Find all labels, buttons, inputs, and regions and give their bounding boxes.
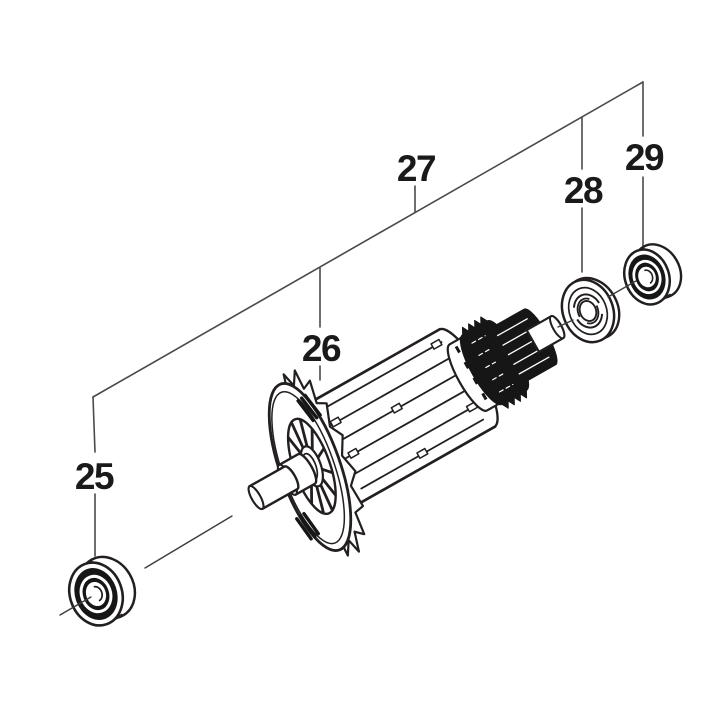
center-axis-lines xyxy=(59,280,637,616)
fan-vent-slot-bottom xyxy=(295,511,321,541)
callout-label-26: 26 xyxy=(302,328,341,369)
axis-through-bearing-25 xyxy=(59,596,92,616)
armature-shaft-front xyxy=(247,452,318,511)
labyrinth-washer-28 xyxy=(560,276,621,344)
bearing-29-bore xyxy=(640,269,654,285)
washer-c-arcs-outer xyxy=(572,293,604,329)
rotor-core-body-fill xyxy=(306,329,495,502)
ball-bearing-25 xyxy=(67,555,137,627)
washer-c-arcs-inner xyxy=(576,297,600,325)
axis-bearing25-to-shaft xyxy=(144,515,233,569)
callout-label-29: 29 xyxy=(625,137,664,178)
callout-label-28: 28 xyxy=(564,170,603,211)
ball-bearing-29 xyxy=(623,243,683,306)
rotor-core-silhouette xyxy=(305,327,497,504)
axis-washer-to-bearing-29 xyxy=(607,280,637,298)
armature-assembly xyxy=(247,308,566,557)
axis-shaft-to-washer xyxy=(557,319,574,328)
bearing-25-bore xyxy=(88,585,104,603)
leader-main-diagonal xyxy=(92,81,644,398)
callout-leader-lines xyxy=(92,81,644,557)
callout-label-27: 27 xyxy=(397,148,435,189)
commutator-segment-lines xyxy=(496,318,550,375)
callout-label-25: 25 xyxy=(75,456,114,497)
leader-25 xyxy=(92,396,96,557)
shaft-step-body xyxy=(277,452,318,496)
washer-bore xyxy=(578,300,598,322)
shaft-front-cap xyxy=(247,484,265,511)
fan-vent-slot-top xyxy=(296,393,322,423)
bearing-25-race xyxy=(79,574,113,614)
commutator-band-highlights xyxy=(471,331,520,393)
rotor-core-tabs xyxy=(329,338,479,459)
callout-labels: 25 26 27 28 29 xyxy=(75,137,666,497)
